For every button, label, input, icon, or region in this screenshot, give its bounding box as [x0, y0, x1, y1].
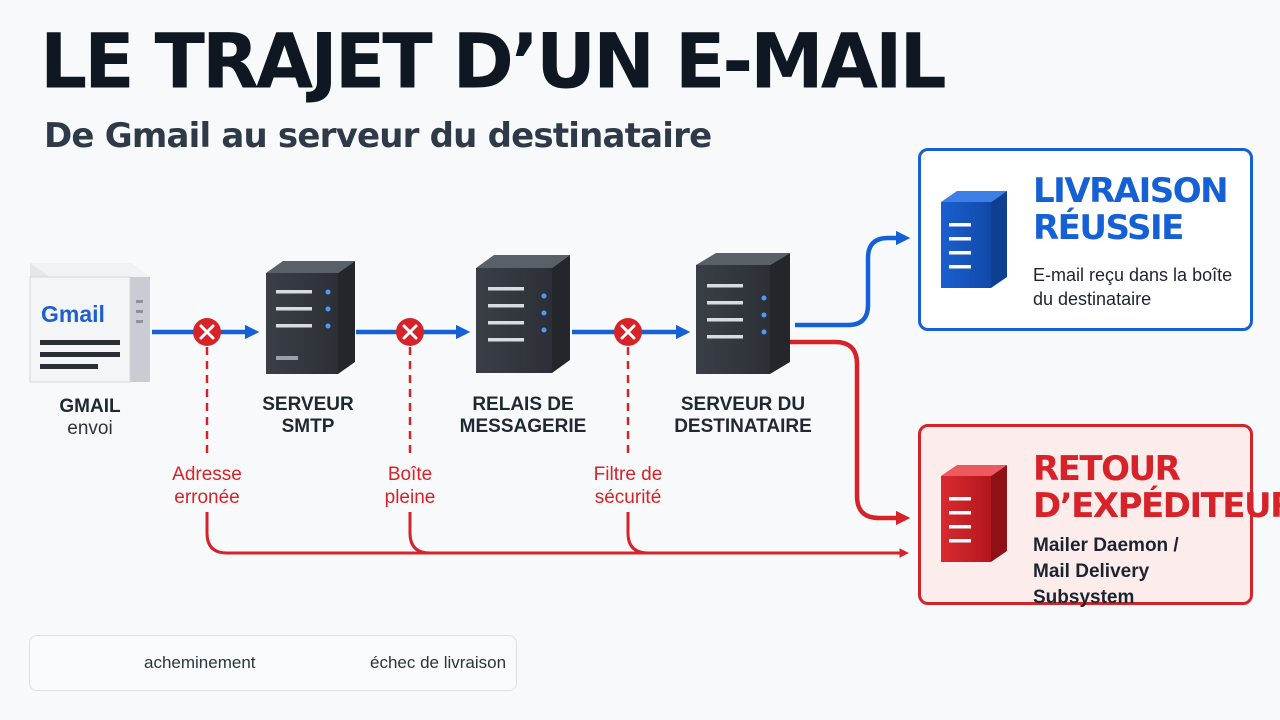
- failure-label-mailbox: Boîte pleine: [384, 464, 436, 508]
- node-sublabel-gmail: envoi: [67, 418, 113, 439]
- success-title: LIVRAISON RÉUSSIE: [1033, 171, 1229, 248]
- return-title: RETOUR D’EXPÉDITEUR: [1033, 449, 1280, 526]
- failure-return-merge-filter: [626, 512, 649, 555]
- gmail-logo: Gmail: [41, 301, 105, 327]
- server-icon: [266, 261, 355, 374]
- legend-routing-label: acheminement: [144, 652, 256, 672]
- node-label-smtp: SERVEUR SMTP: [262, 394, 354, 437]
- server-icon: [696, 253, 790, 374]
- x-circle-icon: [193, 318, 221, 346]
- page-subtitle: De Gmail au serveur du destinataire: [44, 116, 712, 156]
- server-icon: [941, 465, 1007, 562]
- node-label-relay: RELAIS DE MESSAGERIE: [459, 394, 587, 437]
- x-circle-icon: [396, 318, 424, 346]
- failure-label-filter: Filtre de sécurité: [593, 464, 663, 508]
- node-title-gmail: GMAIL: [59, 396, 121, 417]
- failure-arrow-destination-return: [790, 339, 911, 526]
- node-label-gmail: GMAIL envoi: [40, 396, 140, 440]
- failure-label-address: Adresse erronée: [172, 464, 242, 508]
- legend: acheminement échec de livraison: [29, 635, 517, 691]
- routing-arrow-to-success: [795, 230, 911, 328]
- gmail-icon: Gmail: [29, 263, 150, 383]
- return-box: RETOUR D’EXPÉDITEUR Mailer Daemon / Mail…: [918, 424, 1280, 608]
- success-box: LIVRAISON RÉUSSIE E-mail reçu dans la bo…: [918, 148, 1253, 331]
- page-title: LE TRAJET D’UN E-MAIL: [40, 18, 947, 106]
- legend-failure-label: échec de livraison: [370, 652, 507, 672]
- legend-item-routing: acheminement: [130, 636, 256, 689]
- failure-arrows: [205, 339, 911, 558]
- server-icon: [476, 255, 570, 373]
- failure-return-merge-mailbox: [408, 512, 431, 555]
- return-description: Mailer Daemon / Mail Delivery Subsystem: [1033, 535, 1179, 608]
- success-description: E-mail reçu dans la boîte du destinatair…: [1033, 265, 1233, 309]
- node-label-destination: SERVEUR DU DESTINATAIRE: [674, 394, 812, 437]
- server-icon: [941, 191, 1007, 288]
- legend-item-failure: échec de livraison: [356, 636, 506, 689]
- failure-return-line: [205, 512, 909, 558]
- x-circle-icon: [614, 318, 642, 346]
